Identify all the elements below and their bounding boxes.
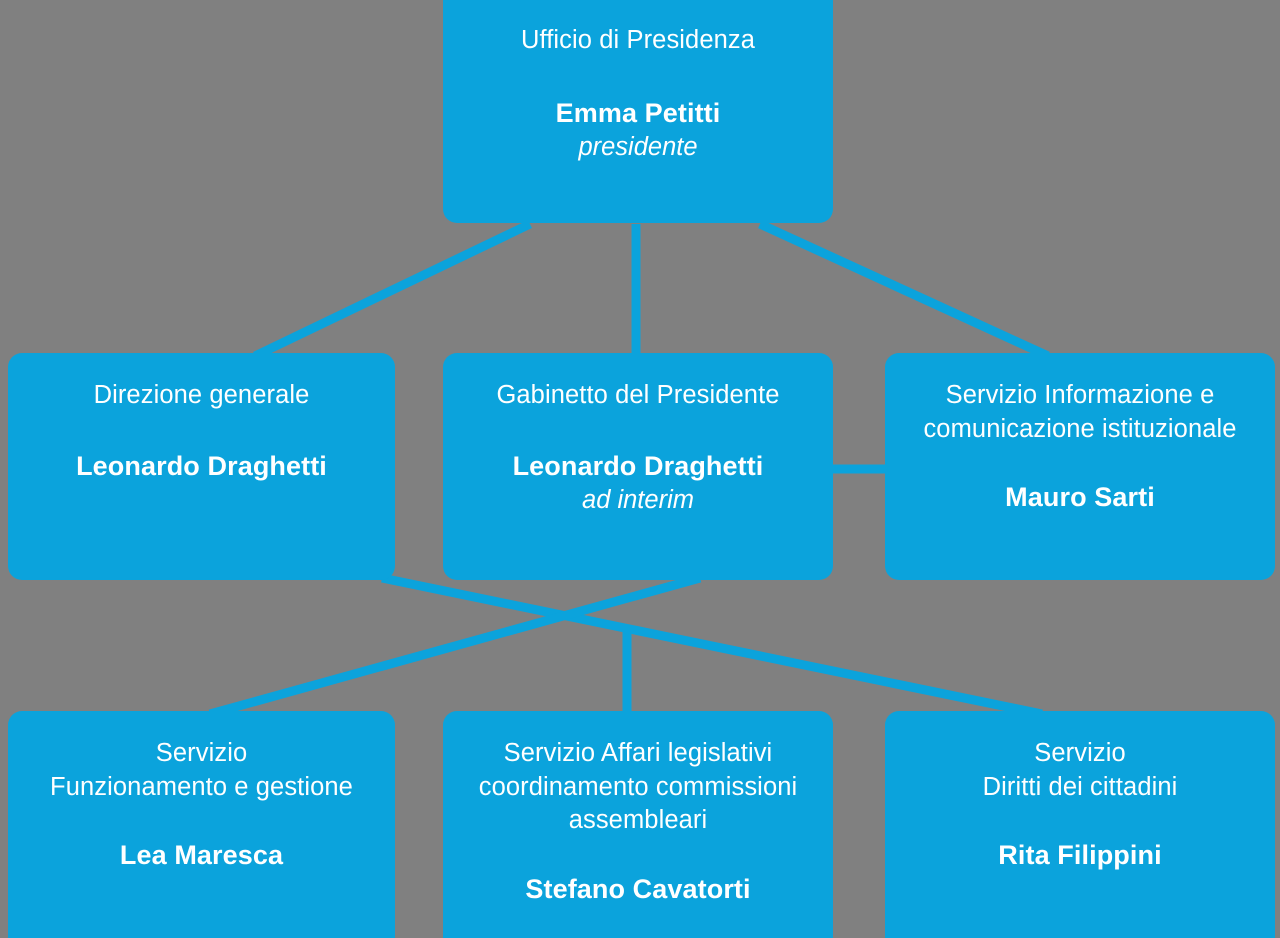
node-person-name: Leonardo Draghetti	[512, 450, 764, 481]
org-node-gabinetto-del-presidente[interactable]: Gabinetto del Presidente Leonardo Draghe…	[443, 353, 833, 580]
node-unit-label: Gabinetto del Presidente	[496, 381, 780, 409]
connector-direzione-diritti	[381, 573, 1043, 719]
node-unit-label-line2: comunicazione istituzionale	[923, 414, 1237, 443]
node-person-role: presidente	[578, 132, 698, 161]
org-node-ufficio-di-presidenza[interactable]: Ufficio di Presidenza Emma Petitti presi…	[443, 0, 833, 223]
org-node-servizio-funzionamento-gestione[interactable]: Servizio Funzionamento e gestione Lea Ma…	[8, 711, 395, 938]
node-person-name: Stefano Cavatorti	[525, 873, 751, 904]
node-unit-label-line2: Diritti dei cittadini	[982, 772, 1178, 801]
node-person-name: Rita Filippini	[998, 840, 1162, 871]
node-unit-label-line1: Servizio	[155, 739, 248, 767]
node-unit-label-line2: Funzionamento e gestione	[50, 772, 353, 801]
node-unit-label-line1: Servizio Affari legislativi	[503, 739, 773, 767]
node-person-name: Mauro Sarti	[1005, 482, 1155, 513]
org-node-direzione-generale[interactable]: Direzione generale Leonardo Draghetti	[8, 353, 395, 580]
org-node-servizio-diritti-dei-cittadini[interactable]: Servizio Diritti dei cittadini Rita Fili…	[885, 711, 1275, 938]
node-person-role: ad interim	[582, 485, 694, 514]
node-person-name: Emma Petitti	[555, 97, 721, 128]
org-node-servizio-informazione-comunicazione[interactable]: Servizio Informazione e comunicazione is…	[885, 353, 1275, 580]
node-unit-label-line2: coordinamento commissioni	[478, 772, 798, 801]
node-unit-label-line1: Servizio	[1034, 739, 1126, 767]
connector-presidenza-informazione	[758, 219, 1050, 361]
org-node-servizio-affari-legislativi[interactable]: Servizio Affari legislativi coordinament…	[443, 711, 833, 938]
node-unit-label: Ufficio di Presidenza	[520, 26, 756, 54]
connector-direzione-funzionamento	[208, 573, 702, 719]
node-unit-label-line3: assembleari	[568, 806, 708, 835]
node-person-name: Lea Maresca	[119, 840, 284, 871]
node-person-name: Leonardo Draghetti	[76, 450, 327, 481]
node-unit-label-line1: Servizio Informazione e	[945, 381, 1215, 409]
node-unit-label: Direzione generale	[93, 381, 310, 409]
connector-presidenza-direzione	[253, 219, 532, 361]
